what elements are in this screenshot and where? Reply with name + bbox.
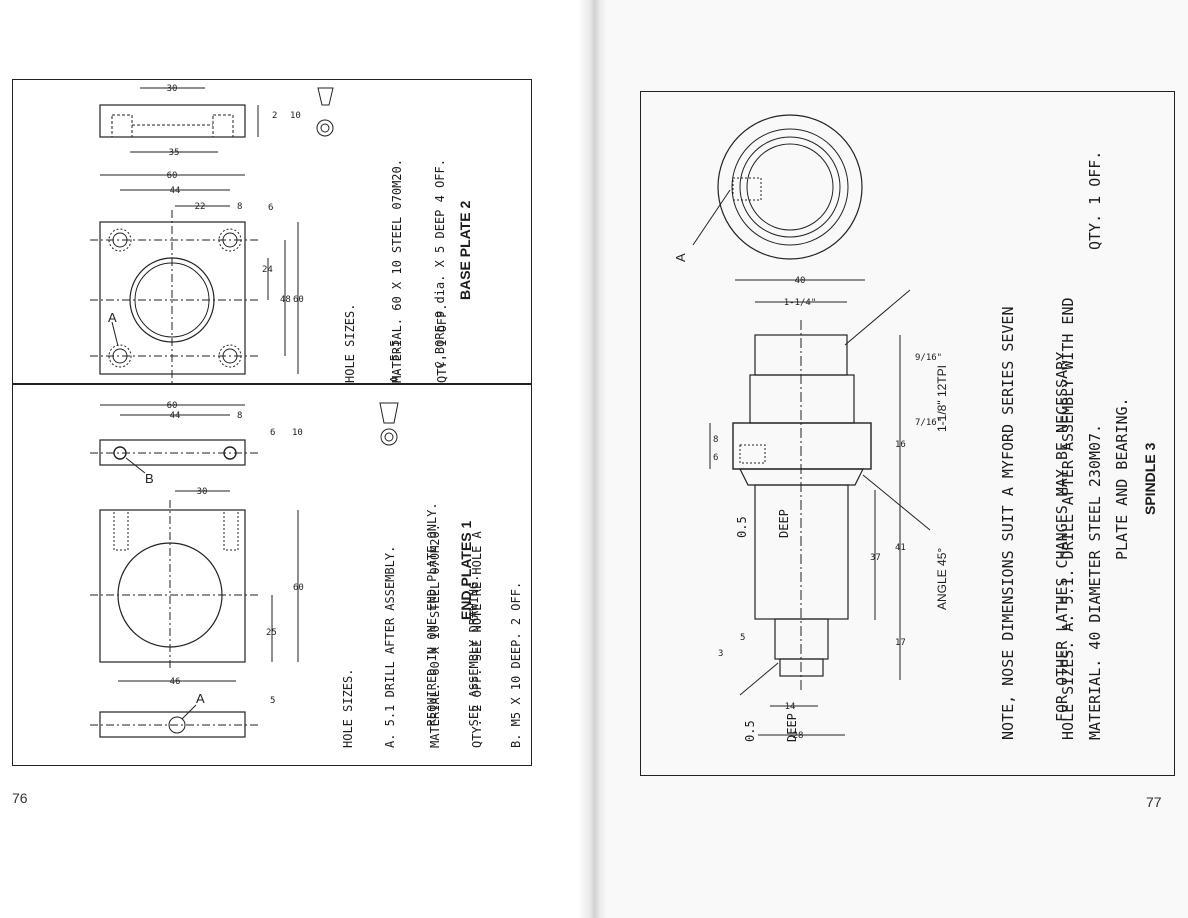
ep-dim-60: 60 [167,401,178,411]
ep-dim-10: 10 [292,428,303,438]
sp-deep-top-word: DEEP [777,509,791,538]
sp-dim-6: 6 [713,453,718,463]
left-drawing-frame [12,79,532,766]
sp-deep-bottom-word: DEEP [785,713,799,742]
bp-dim-60: 60 [167,171,178,181]
spindle-drawing: A 40 1-1/4" 37 41 16 17 9/16" 7/16" 8 6 … [673,114,942,741]
sp-dim-41: 41 [895,543,906,553]
sp-note-line-1: NOTE, NOSE DIMENSIONS SUIT A MYFORD SERI… [999,306,1017,740]
sp-dim-16: 16 [895,440,906,450]
ep-dim-44: 44 [170,411,181,421]
sp-thread-label: 1-1/8" 12TPI [935,365,949,432]
ep-dim-60b: 60 [293,583,304,593]
sp-holes-line-2: PLATE AND BEARING. [1113,397,1131,560]
ep-material-line-1: MATERIAL. 60 X 10 STEEL 070M20. [428,524,442,748]
ep-dim-30: 30 [197,487,208,497]
bp-material-line-1: MATERIAL. 60 X 10 STEEL 070M20. [390,159,404,383]
sp-angle-label: ANGLE 45° [935,547,949,610]
bp-dim-8: 8 [237,202,242,212]
sp-dim-37: 37 [870,553,881,563]
bp-dim-22: 22 [195,202,206,212]
sp-dim-5: 5 [740,633,745,643]
sp-deep-top: 0.5 DEEP [707,509,819,538]
right-page-number: 77 [1146,794,1162,810]
sp-dim-28: 28 [793,731,804,741]
sp-dim-8: 8 [713,435,718,445]
book-gutter [578,0,608,918]
end-plates-drawing: 60 44 8 6 10 B 30 60 25 46 A 5 [90,401,399,738]
ep-note-line-2: A. 5.1 DRILL AFTER ASSEMBLY. [383,545,397,748]
ep-dim-46: 46 [170,677,181,687]
sp-dim-14: 14 [785,702,796,712]
bp-dim-10: 10 [290,111,301,121]
left-frame-divider [12,383,532,385]
sp-end-label-a: A [673,253,688,262]
sp-dim-1-1-4: 1-1/4" [784,298,817,308]
sp-dim-3: 3 [718,649,723,659]
sp-holes-line-1: HOLE SIZES. A. 5.1. DRILL AFTER ASSEMBLY… [1059,297,1077,740]
end-plates-title: END PLATES 1 [458,520,474,620]
bp-dim-48: 48 [280,295,291,305]
bp-dim-6: 6 [268,203,273,213]
ep-dim-8: 8 [237,411,242,421]
base-plate-drawing: 30 35 2 10 60 44 22 8 6 24 48 60 [90,84,334,385]
bp-dim-35: 35 [169,148,180,158]
sp-dim-17: 17 [895,638,906,648]
bp-material-line-2: QTY. 1 OFF. [435,303,449,383]
ep-label-b: B [145,471,154,486]
ep-dim-5: 5 [270,696,275,706]
ep-note-line-1: HOLE SIZES. [341,668,355,748]
bp-dim-2: 2 [272,111,277,121]
bp-dim-60b: 60 [293,295,304,305]
bp-note-line-1: HOLE SIZES. [343,303,357,383]
end-plates-material: MATERIAL. 60 X 10 STEEL 070M20. QTY. 2 O… [400,524,512,748]
sp-dim-9-16: 9/16" [915,353,942,363]
bp-dim-24: 24 [262,265,273,275]
left-page-number: 76 [12,790,28,806]
right-drawing-frame [640,91,1175,776]
bp-dim-44: 44 [170,186,181,196]
sp-dim-7-16: 7/16" [915,418,942,428]
base-plate-title: BASE PLATE 2 [457,200,473,300]
sp-deep-bottom-value: 0.5 [743,720,757,742]
bp-label-a: A [108,310,117,325]
sp-deep-bottom: 0.5 DEEP [715,713,827,742]
sp-qty: QTY. 1 OFF. [1086,150,1104,250]
sp-dim-40: 40 [795,276,806,286]
ep-label-a: A [196,691,205,706]
bp-dim-30: 30 [167,84,178,94]
right-page: A 40 1-1/4" 37 41 16 17 9/16" 7/16" 8 6 … [590,0,1188,918]
sp-title: SPINDLE 3 [1142,442,1158,515]
sp-material: MATERIAL. 40 DIAMETER STEEL 230M07. [1086,423,1104,740]
ep-dim-6: 6 [270,428,275,438]
ep-dim-25: 25 [266,628,277,638]
sp-deep-top-value: 0.5 [735,516,749,538]
left-page: 30 35 2 10 60 44 22 8 6 24 48 60 [0,0,590,918]
